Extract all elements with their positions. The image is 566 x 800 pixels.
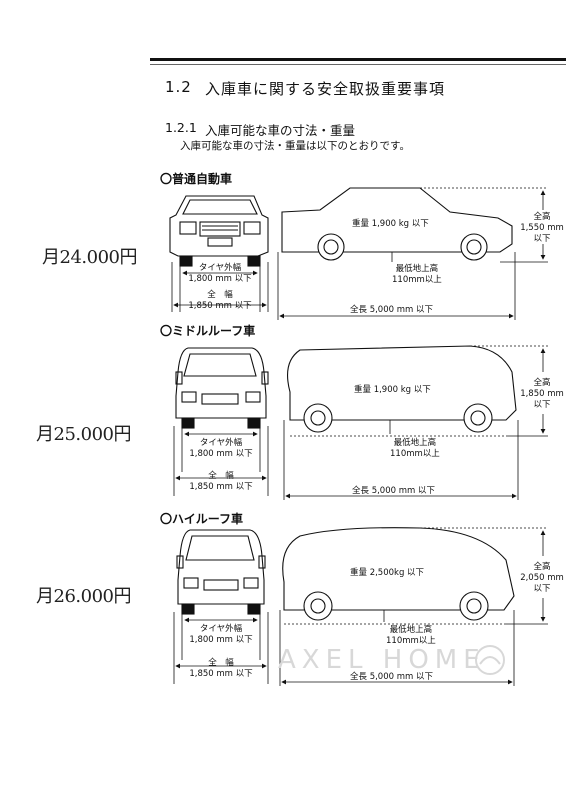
- middle-roof-dimensions: [173, 345, 548, 500]
- weight-standard: 重量 1,900 kg 以下: [352, 219, 429, 229]
- high-roof-front-drawing: [176, 529, 266, 615]
- sedan-side-drawing: [281, 187, 513, 261]
- watermark-text: AXEL HOME: [278, 645, 486, 675]
- sedan-dimensions: [171, 187, 548, 320]
- sedan-front-drawing: [169, 195, 269, 267]
- high-roof-dimensions: [173, 527, 548, 686]
- middle-roof-side-drawing: [287, 345, 517, 433]
- header-rule-thin: [150, 64, 566, 65]
- subsection-number: 1.2.1: [165, 120, 197, 135]
- weight-middle-roof: 重量 1,900 kg 以下: [354, 385, 431, 395]
- watermark-logo: [475, 645, 505, 675]
- vehicle-type-standard: 〇普通自動車: [160, 172, 233, 186]
- length-standard: 全長 5,000 mm 以下: [350, 305, 433, 315]
- price-middle-roof: 月25.000円: [36, 424, 131, 445]
- subsection-title: 入庫可能な車の寸法・重量: [205, 123, 356, 138]
- page-title: 入庫車に関する安全取扱重要事項: [205, 80, 446, 98]
- length-high-roof: 全長 5,000 mm 以下: [350, 672, 433, 682]
- middle-roof-front-drawing: [175, 347, 269, 429]
- vehicle-type-middle-roof: 〇ミドルルーフ車: [160, 324, 256, 338]
- weight-high-roof: 重量 2,500kg 以下: [350, 568, 425, 578]
- price-high-roof: 月26.000円: [36, 586, 131, 607]
- vehicle-type-high-roof: 〇ハイルーフ車: [160, 512, 244, 526]
- subsection-description: 入庫可能な車の寸法・重量は以下のとおりです。: [180, 140, 410, 152]
- price-standard: 月24.000円: [42, 247, 137, 268]
- length-middle-roof: 全長 5,000 mm 以下: [352, 486, 435, 496]
- section-number: 1.2: [165, 78, 192, 96]
- header-rule: [150, 58, 566, 61]
- high-roof-side-drawing: [282, 527, 515, 621]
